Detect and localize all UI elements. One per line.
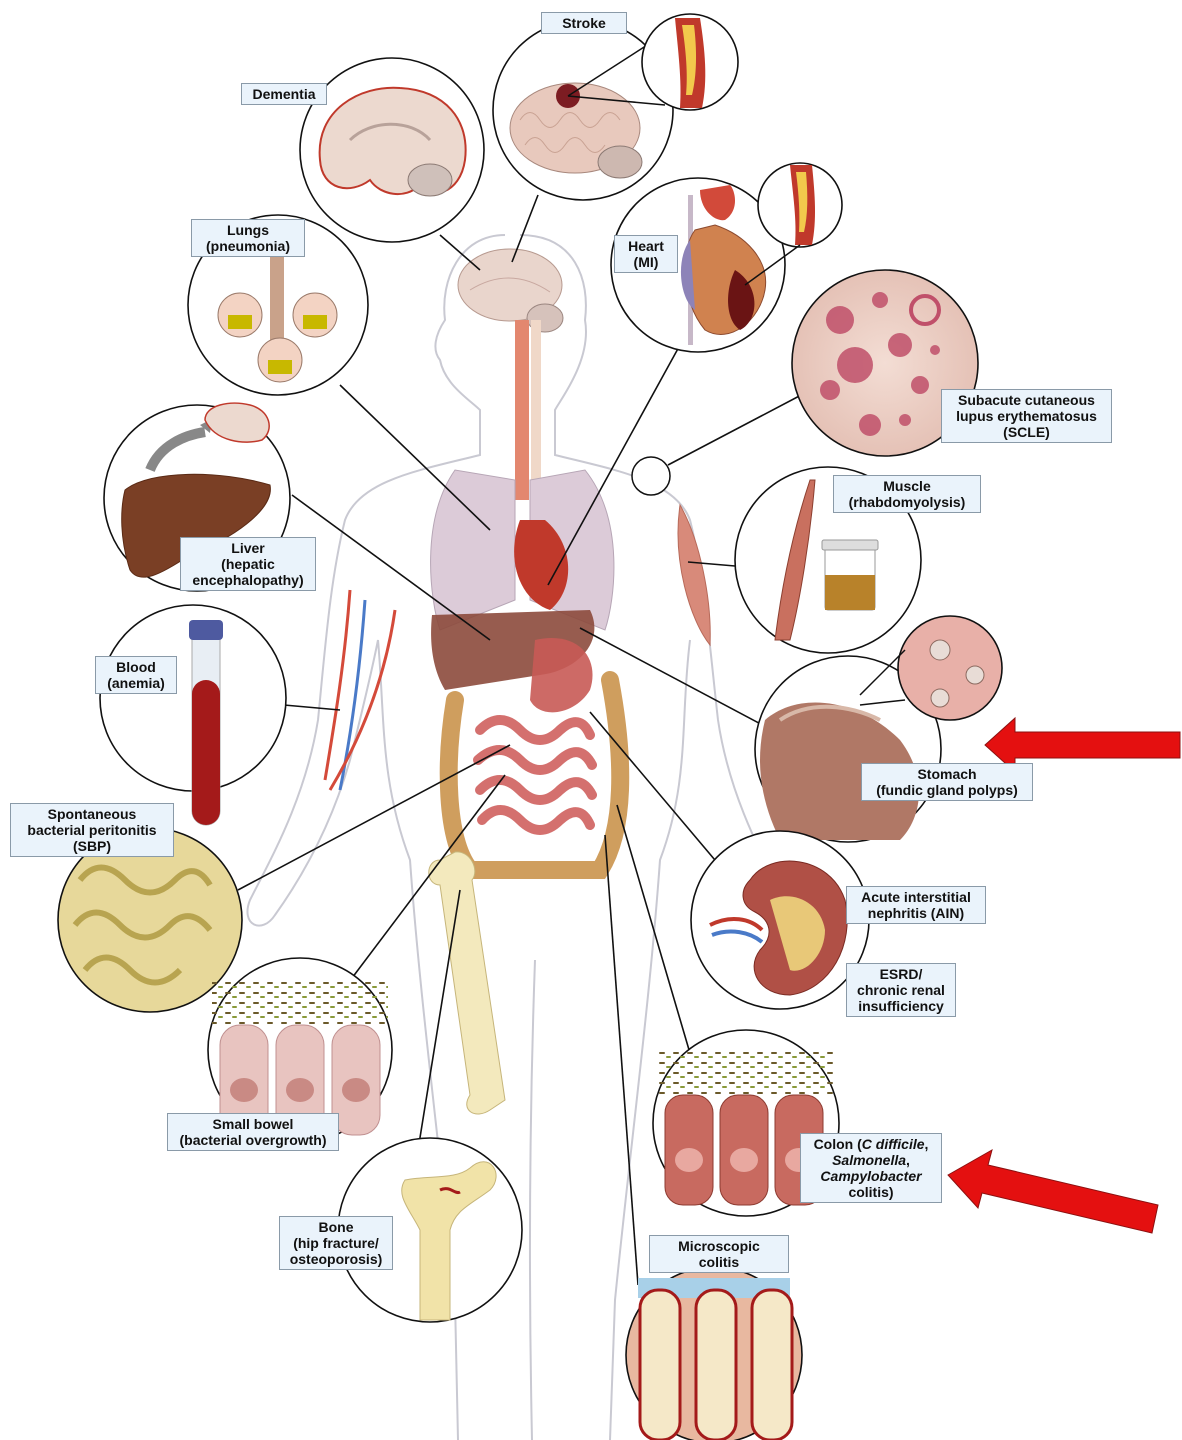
microscopic-colitis-illustration	[626, 1267, 802, 1440]
bone-label: Bone (hip fracture/ osteoporosis)	[279, 1216, 393, 1270]
esrd-label: ESRD/ chronic renal insufficiency	[846, 963, 956, 1017]
microscopic-colitis-label: Microscopic colitis	[649, 1235, 789, 1273]
stroke-illustration	[493, 14, 738, 200]
small-bowel-label: Small bowel (bacterial overgrowth)	[167, 1113, 339, 1151]
sbp-label: Spontaneous bacterial peritonitis (SBP)	[10, 803, 174, 857]
kidney-illustration	[691, 831, 869, 1009]
ain-label: Acute interstitial nephritis (AIN)	[846, 886, 986, 924]
dementia-illustration	[300, 58, 484, 242]
liver-label: Liver (hepatic encephalopathy)	[180, 537, 316, 591]
stroke-label: Stroke	[541, 12, 627, 34]
colon-label: Colon (C difficile, Salmonella, Campylob…	[800, 1133, 942, 1203]
heart-label: Heart (MI)	[614, 235, 678, 273]
scle-label: Subacute cutaneous lupus erythematosus (…	[941, 389, 1112, 443]
blood-illustration	[100, 605, 286, 825]
blood-label: Blood (anemia)	[95, 656, 177, 694]
colon-arrow-icon	[948, 1150, 1158, 1233]
stomach-label: Stomach (fundic gland polyps)	[861, 763, 1033, 801]
lungs-label: Lungs (pneumonia)	[191, 219, 305, 257]
stomach-illustration	[755, 616, 1002, 842]
muscle-label: Muscle (rhabdomyolysis)	[833, 475, 981, 513]
dementia-label: Dementia	[241, 83, 327, 105]
